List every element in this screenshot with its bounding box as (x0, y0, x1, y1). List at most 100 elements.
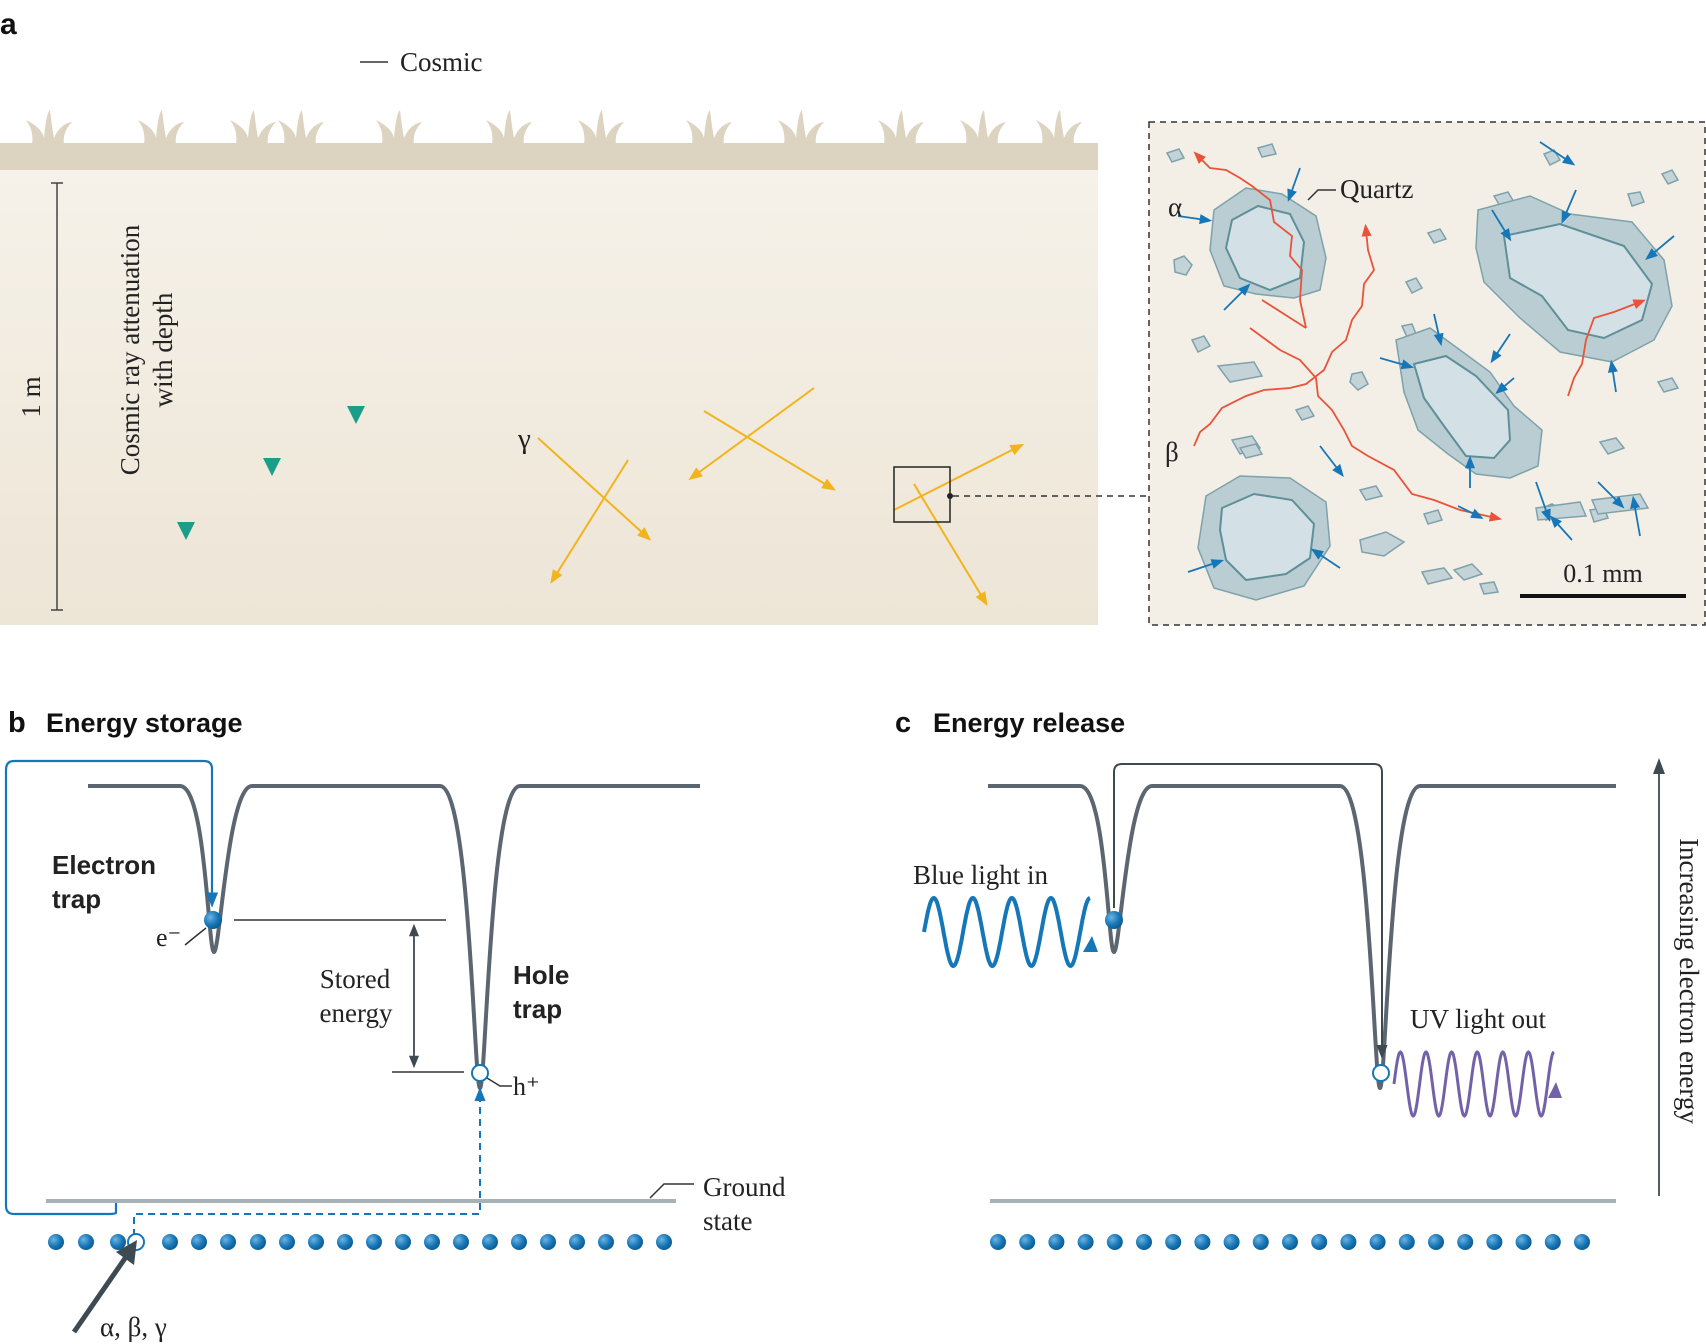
hole-symbol: h⁺ (513, 1072, 540, 1101)
electron-trap-label-line1: Electron (52, 850, 156, 880)
stored-energy-label-line2: energy (320, 998, 393, 1028)
gamma-rays (537, 387, 1025, 606)
ground-electron (78, 1234, 94, 1250)
quartz-grain-1 (1209, 187, 1327, 299)
grass-tuft (486, 110, 532, 145)
ground-electron (1019, 1234, 1036, 1250)
attenuation-label-line2: with depth (148, 292, 178, 407)
blue-light-wave (922, 895, 1091, 969)
ground-electron (453, 1234, 469, 1250)
panel-b: b Energy storage e⁻ h⁺ Stored energy Ele… (4, 707, 786, 1342)
ground-electron (540, 1234, 556, 1250)
grass-tuft (26, 110, 72, 145)
ground-electron (1077, 1234, 1094, 1250)
ground-state-leader (649, 1183, 694, 1199)
blue-particle-arrows (1177, 141, 1675, 573)
grass-tuft (376, 110, 422, 145)
ground-electron (110, 1234, 126, 1250)
panel-a: a Cosmic Cosmic ray attenuation with dep… (0, 0, 1706, 626)
trapped-hole (471, 1064, 489, 1082)
quartz-grain-4 (1197, 475, 1331, 601)
electron-transfer-path (1113, 763, 1388, 1059)
quartz-leader-line (1307, 189, 1336, 201)
grass-tuft (960, 110, 1006, 145)
cosmic-ray-1-head (177, 522, 195, 540)
energy-curve-c (988, 784, 1616, 1091)
beta-label: β (1165, 437, 1179, 467)
panel-c-title: Energy release (933, 708, 1125, 738)
ground-electron (598, 1234, 614, 1250)
ground-surface (0, 143, 1098, 170)
hole-trap-label-line1: Hole (513, 960, 569, 990)
alpha-label: α (1168, 192, 1182, 222)
stored-energy-label-line1: Stored (320, 964, 391, 994)
ground-electron (1311, 1234, 1328, 1250)
grass-tuft (778, 110, 824, 145)
ground-electron (1486, 1234, 1503, 1250)
zoom-point (947, 493, 953, 499)
gamma-ray (703, 410, 836, 491)
cosmic-label: Cosmic (400, 47, 483, 77)
grass-tufts (26, 110, 1082, 145)
ground-state-label-line2: state (703, 1206, 752, 1236)
hole-path (133, 1087, 486, 1236)
hole-trap-label-line2: trap (513, 994, 562, 1024)
ground-electron (511, 1234, 527, 1250)
recombination-hole (1372, 1064, 1390, 1082)
trapped-electron (204, 911, 222, 929)
ground-electron (220, 1234, 236, 1250)
gamma-ray (913, 483, 988, 606)
ground-electron (1223, 1234, 1240, 1250)
ground-electron (1574, 1234, 1590, 1250)
attenuation-label-line1: Cosmic ray attenuation (115, 224, 145, 475)
uv-light-label: UV light out (1410, 1004, 1547, 1034)
radiation-arrow-head (116, 1240, 137, 1265)
ground-electron (1165, 1234, 1182, 1250)
ground-electron (366, 1234, 382, 1250)
ground-electron (424, 1234, 440, 1250)
cosmic-ray-2-head (263, 458, 281, 476)
electron-leader-line (184, 927, 207, 946)
uv-light-wave (1392, 1050, 1555, 1118)
cosmic-rays (177, 0, 365, 540)
ground-electron (191, 1234, 207, 1250)
uv-wave-head (1548, 1082, 1562, 1098)
gamma-ray (537, 437, 652, 541)
particle-tracks (1193, 151, 1646, 522)
ground-electron (308, 1234, 324, 1250)
depth-label: 1 m (16, 376, 46, 417)
ground-electron (627, 1234, 643, 1250)
gamma-ray (688, 387, 815, 481)
microscope-inset: Quartz α β 0.1 mm (1148, 121, 1706, 626)
ground-electron (1544, 1234, 1561, 1250)
ground-electron (569, 1234, 585, 1250)
panel-c-letter: c (895, 707, 911, 739)
ground-electron (279, 1234, 295, 1250)
ground-electrons-c (990, 1234, 1590, 1250)
cosmic-ray-3-head (347, 406, 365, 424)
ground-electron (1106, 1234, 1123, 1250)
gamma-label: γ (517, 423, 531, 455)
radiation-arrow (71, 1252, 131, 1334)
panel-a-letter: a (0, 8, 17, 41)
grass-tuft (1036, 110, 1082, 145)
ground-electron (337, 1234, 353, 1250)
electron-trap-label-line2: trap (52, 884, 101, 914)
ground-electron (1398, 1234, 1415, 1250)
ground-electron (1252, 1234, 1269, 1250)
electron-path (4, 759, 219, 1216)
grass-tuft (138, 110, 184, 145)
ground-electron (1515, 1234, 1532, 1250)
quartz-label: Quartz (1340, 174, 1413, 204)
quartz-grain-3 (1395, 327, 1543, 479)
ground-electron (1282, 1234, 1298, 1250)
blue-wave-head (1083, 936, 1098, 952)
quartz-grain-2 (1475, 195, 1673, 363)
panel-b-letter: b (8, 707, 26, 739)
ground-electron (395, 1234, 411, 1250)
panel-c: c Energy release Blue light in UV light … (895, 707, 1704, 1250)
ground-electron (1194, 1234, 1211, 1250)
electron-symbol: e⁻ (156, 923, 181, 952)
grass-tuft (230, 110, 276, 145)
ground-electron (250, 1234, 266, 1250)
